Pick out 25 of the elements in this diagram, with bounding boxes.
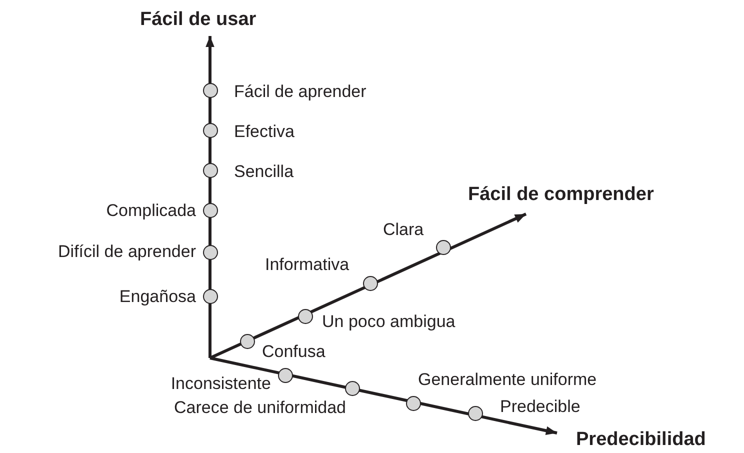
point-label: Complicada xyxy=(106,201,196,221)
point-marker xyxy=(202,122,218,138)
point-marker xyxy=(406,396,420,410)
point-label: Difícil de aprender xyxy=(58,242,196,262)
point-marker xyxy=(436,240,450,254)
point-label: Fácil de aprender xyxy=(234,82,366,102)
point-marker xyxy=(468,406,482,420)
axis-arrow xyxy=(209,212,527,360)
point-marker xyxy=(202,82,218,98)
axis-title: Predecibilidad xyxy=(576,428,706,452)
axis-arrow xyxy=(206,36,214,358)
point-marker xyxy=(298,308,312,324)
point-marker xyxy=(240,334,254,348)
point-marker xyxy=(362,276,378,290)
axis-arrow xyxy=(210,356,558,435)
point-marker xyxy=(278,368,292,382)
axis-title: Fácil de usar xyxy=(140,8,256,32)
point-marker xyxy=(202,244,218,260)
point-marker xyxy=(202,162,218,178)
point-label: Engañosa xyxy=(119,287,196,307)
point-label: Un poco ambigua xyxy=(322,312,456,332)
axis-title: Fácil de comprender xyxy=(468,183,654,207)
point-marker xyxy=(202,202,218,218)
point-marker xyxy=(344,380,360,396)
point-marker xyxy=(202,288,218,304)
